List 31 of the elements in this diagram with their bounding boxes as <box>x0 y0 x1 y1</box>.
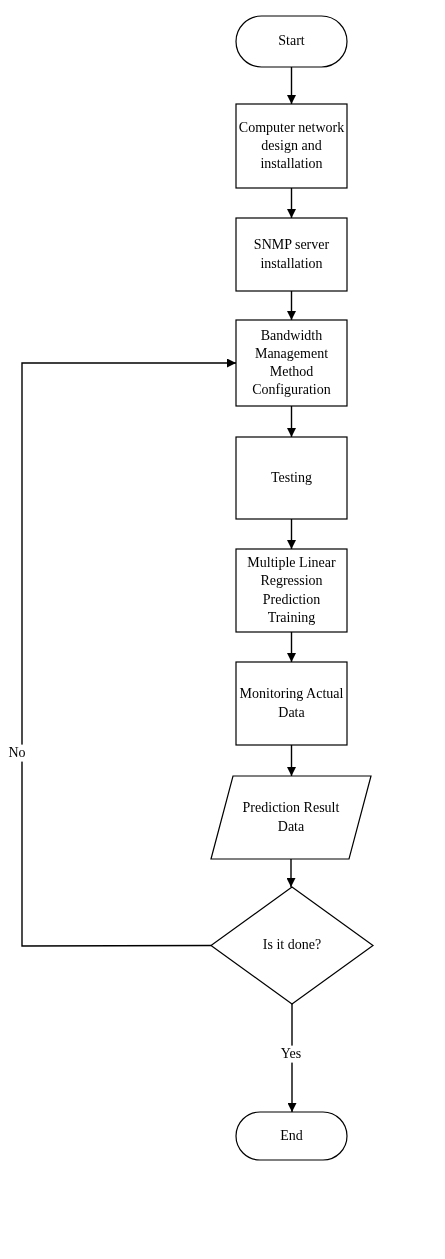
arrow <box>287 631 296 663</box>
arrow <box>21 358 237 947</box>
node-label: Bandwidth Management Method Configuration <box>251 326 332 400</box>
terminal-shape <box>236 16 347 67</box>
node-label: Multiple Linear Regression Prediction Training <box>246 554 337 627</box>
process-box <box>236 437 347 519</box>
node-label: SNMP server installation <box>252 236 331 273</box>
node-label: Monitoring Actual Data <box>238 685 345 722</box>
arrow <box>287 187 296 219</box>
arrow <box>286 858 296 888</box>
arrow <box>287 290 296 321</box>
decision-diamond <box>211 887 373 1004</box>
arrow <box>287 66 296 105</box>
node-label: Testing <box>271 468 312 487</box>
node-label: End <box>280 1126 303 1145</box>
process-box <box>236 320 347 406</box>
process-box <box>236 549 347 632</box>
process-box <box>236 662 347 745</box>
edge-label: No <box>6 744 28 762</box>
arrow <box>287 518 296 550</box>
terminal-shape <box>236 1112 347 1160</box>
node-label: Start <box>278 32 305 51</box>
data-parallelogram <box>211 776 371 859</box>
node-label: Prediction Result Data <box>241 799 341 836</box>
edge-label: Yes <box>278 1045 304 1063</box>
process-box <box>236 218 347 291</box>
process-box <box>236 104 347 188</box>
arrow <box>287 744 296 777</box>
node-label: Is it done? <box>262 936 322 955</box>
node-label: Computer network design and installation <box>238 118 345 174</box>
arrow <box>287 405 296 438</box>
